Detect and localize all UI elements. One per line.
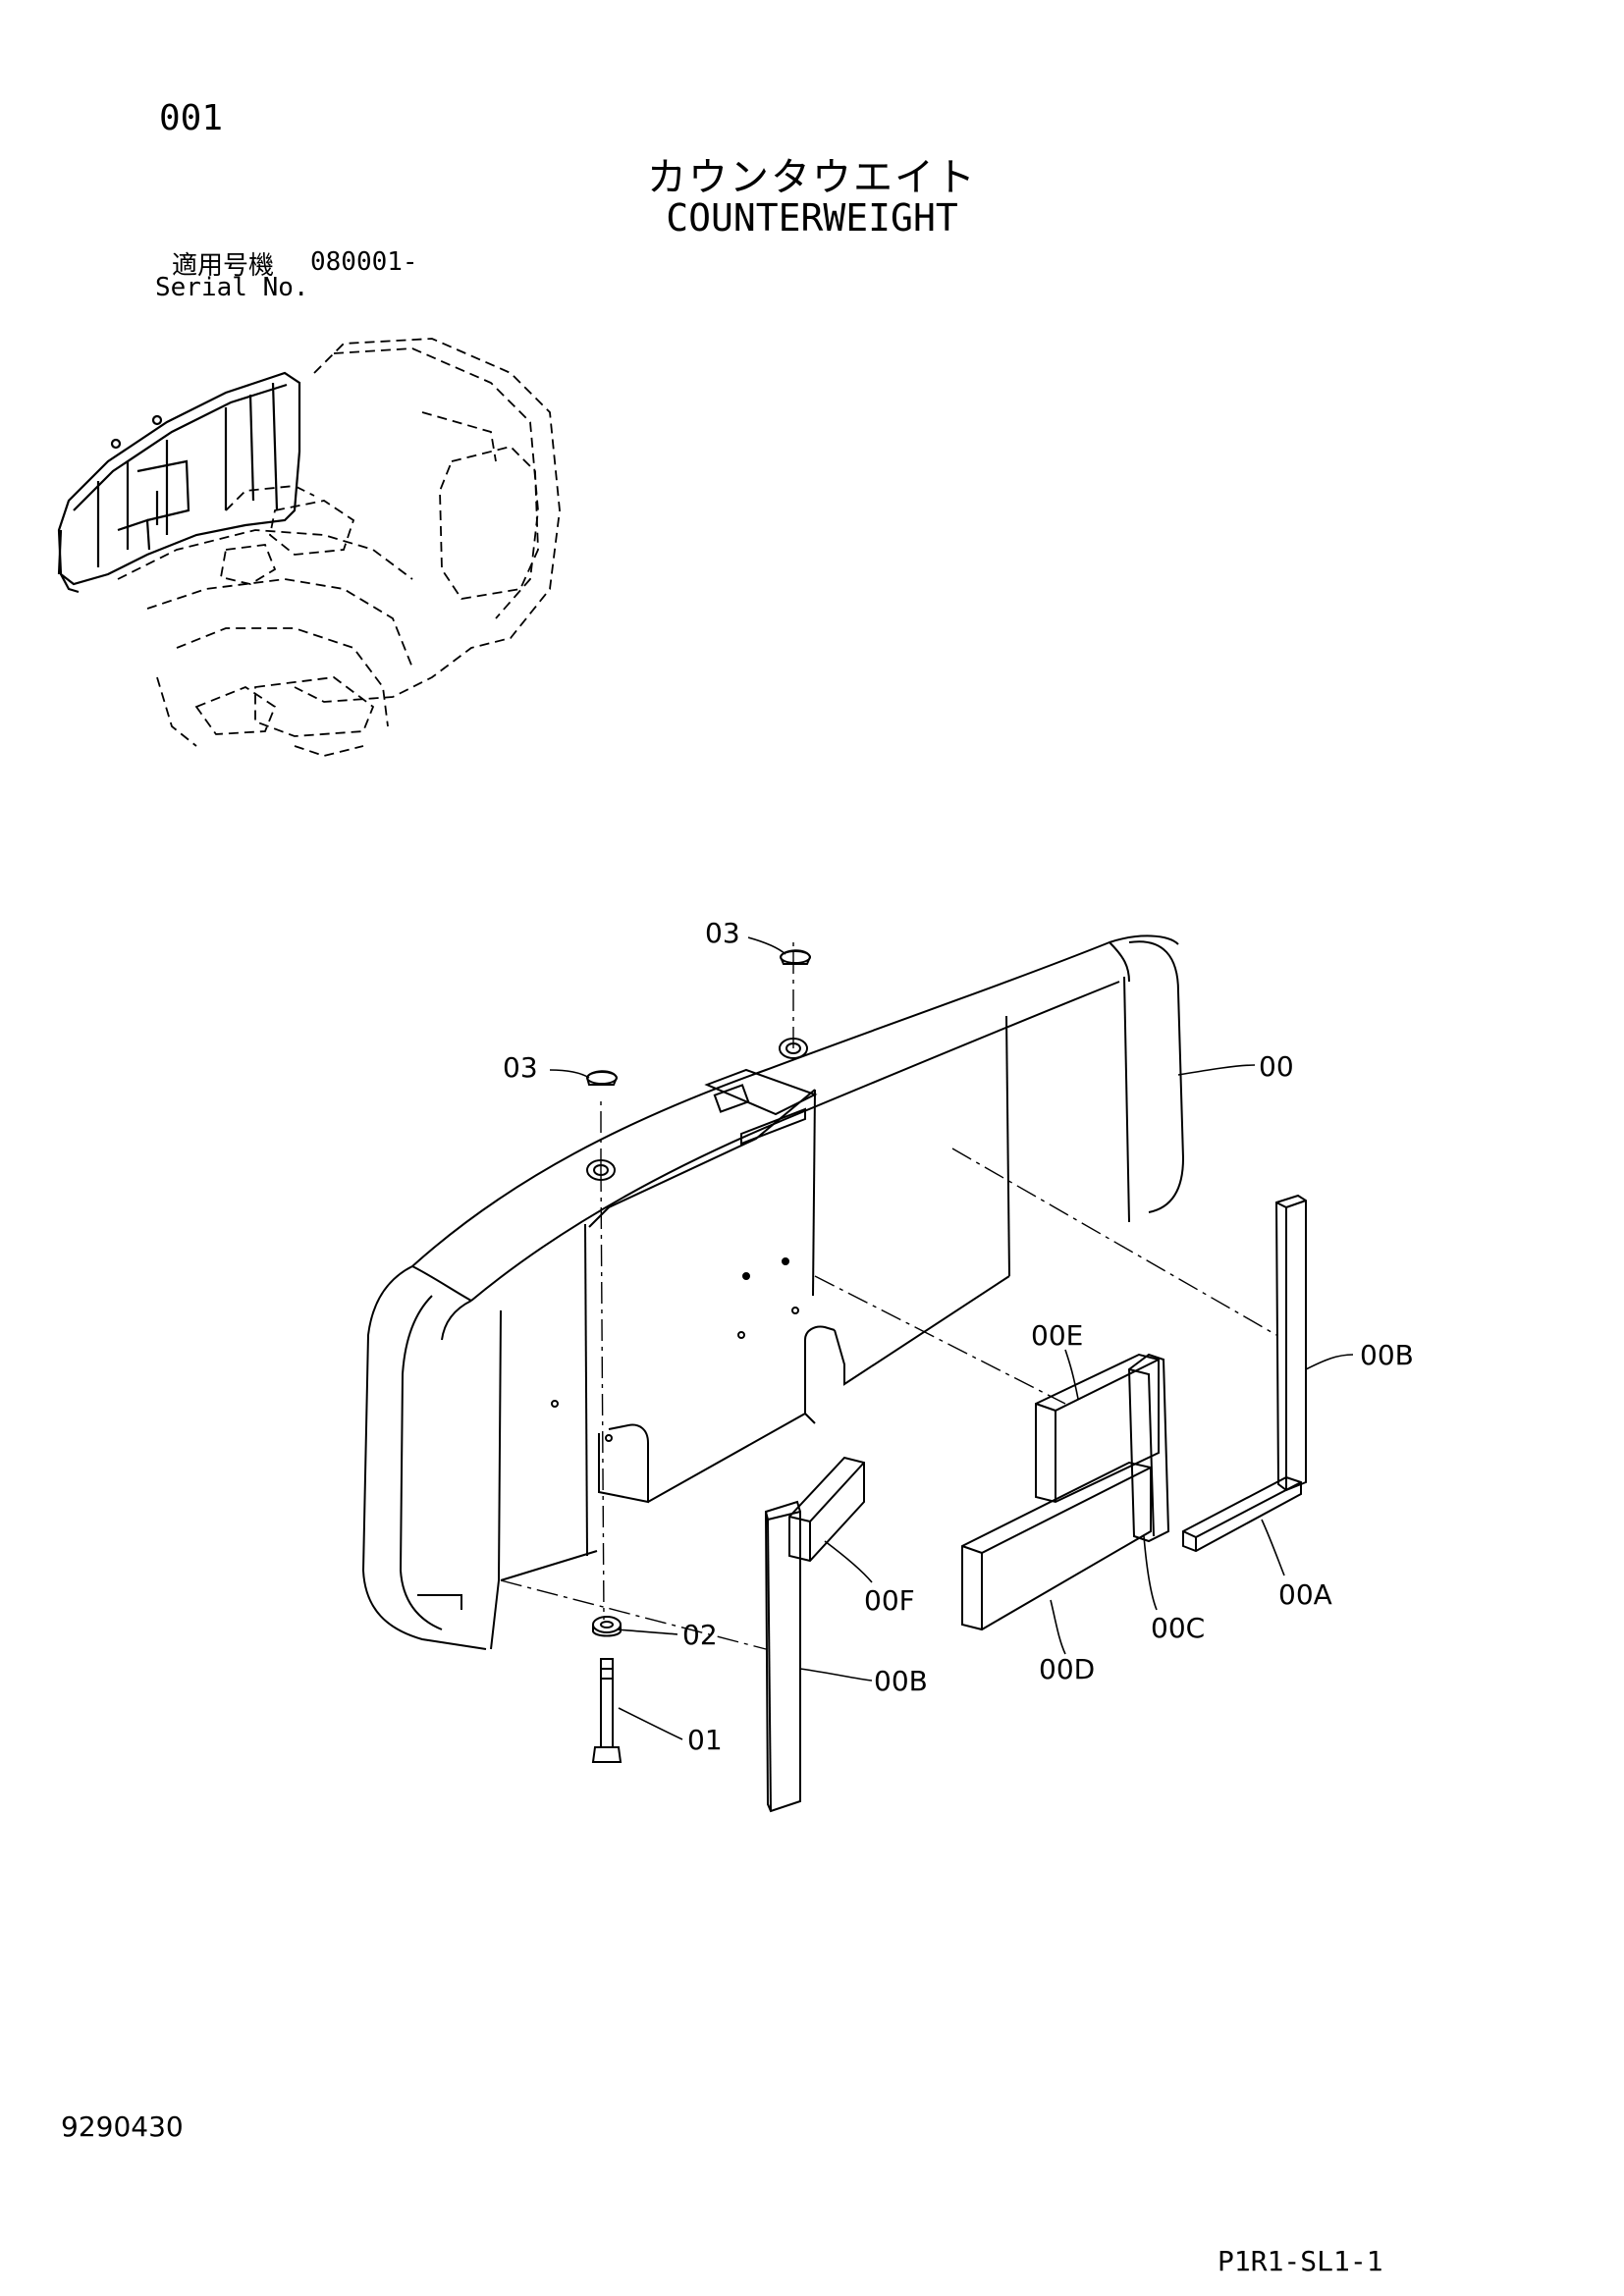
callout-00D: 00D bbox=[1039, 1653, 1095, 1685]
callout-03-left: 03 bbox=[503, 1051, 538, 1084]
callout-00C: 00C bbox=[1151, 1612, 1205, 1644]
callout-01: 01 bbox=[687, 1724, 723, 1756]
callout-00E: 00E bbox=[1031, 1319, 1083, 1352]
callout-00: 00 bbox=[1259, 1050, 1294, 1083]
callout-00B-right: 00B bbox=[1360, 1339, 1414, 1371]
assembly-centerlines bbox=[500, 942, 1277, 1650]
counterweight-body-00 bbox=[361, 934, 1185, 1650]
plug-03 bbox=[585, 949, 812, 1086]
leader-lines bbox=[549, 936, 1354, 1740]
callout-02: 02 bbox=[682, 1619, 718, 1651]
callout-00A: 00A bbox=[1278, 1578, 1332, 1611]
callout-00B-left: 00B bbox=[874, 1665, 928, 1697]
serial-value: 080001- bbox=[310, 247, 418, 277]
page-title-jp: カウンタウエイト bbox=[647, 155, 977, 200]
plate-00C bbox=[1127, 1353, 1170, 1543]
plate-00E bbox=[1035, 1353, 1160, 1504]
document-number: 9290430 bbox=[61, 2110, 184, 2143]
page-title-en: COUNTERWEIGHT bbox=[666, 196, 958, 240]
block-00F bbox=[788, 1456, 865, 1563]
page-number: 001 bbox=[159, 98, 224, 138]
callout-labels: 03 03 00 00E 00B 00F 00A 00C 02 00B 00D … bbox=[503, 917, 1414, 1756]
callout-00F: 00F bbox=[864, 1584, 915, 1617]
page-code: P1R1-SL1-1 bbox=[1218, 2245, 1383, 2277]
plate-00D bbox=[961, 1461, 1152, 1631]
callout-03-top: 03 bbox=[705, 917, 740, 949]
bolt-01 bbox=[591, 1658, 623, 1763]
serial-label-en: Serial No. bbox=[155, 273, 309, 302]
washer-02 bbox=[592, 1616, 622, 1637]
bar-00B-left bbox=[764, 1500, 801, 1813]
serial-label-jp: 適用号機 bbox=[172, 251, 275, 281]
machine-overview-illustration bbox=[57, 338, 561, 757]
bar-00B-right bbox=[1274, 1194, 1307, 1492]
bar-00A bbox=[1182, 1475, 1302, 1553]
